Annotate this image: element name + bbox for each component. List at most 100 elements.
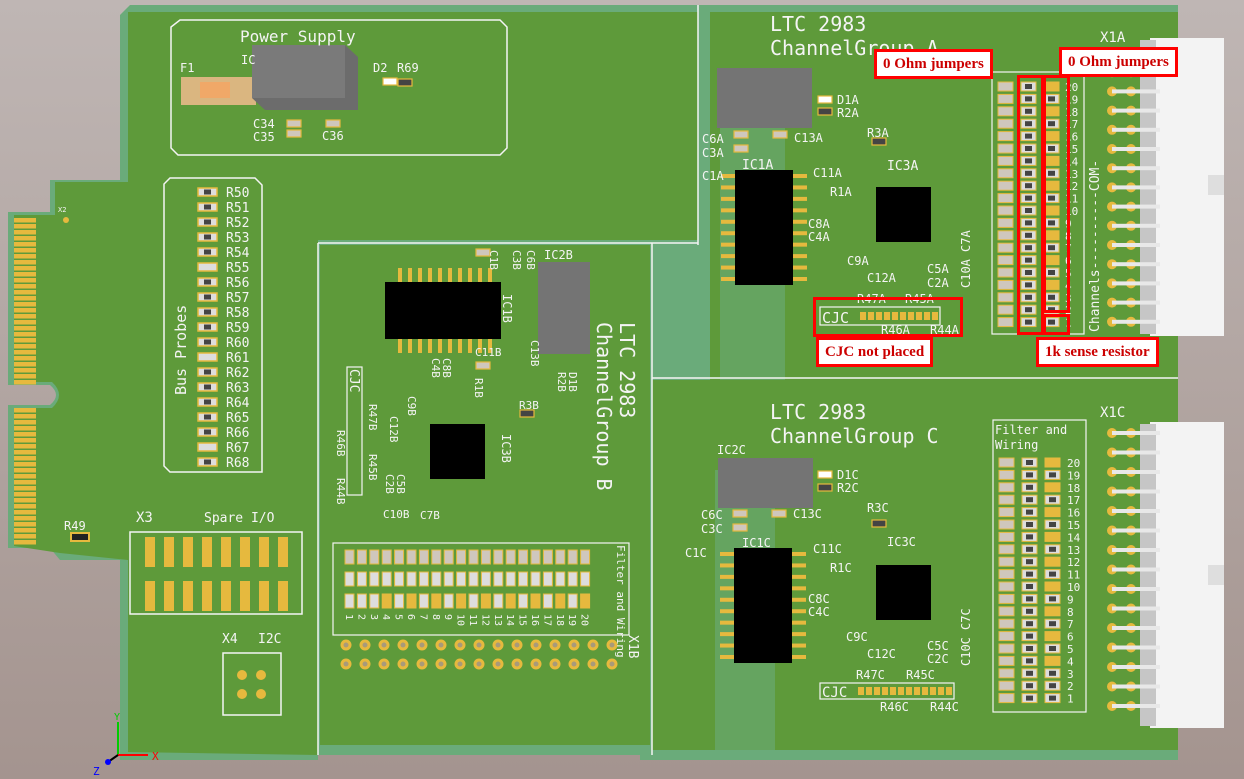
label-c5c: C5C — [927, 639, 949, 653]
zero-ohm-jumper-b — [431, 571, 442, 587]
axis-y-label: Y — [114, 712, 120, 723]
group-c-title-1: LTC 2983 — [770, 400, 866, 424]
bus-probe-resistor — [197, 322, 218, 332]
edge-finger — [14, 242, 36, 247]
channel-number: 3 — [1067, 668, 1074, 681]
label-c11c: C11C — [813, 542, 842, 556]
label-r44c: R44C — [930, 700, 959, 714]
x1b-hole — [476, 661, 482, 667]
x3-pad — [164, 581, 174, 611]
cjc-pad — [876, 312, 882, 320]
sense-resistor-slot — [1044, 482, 1061, 493]
channel-number-b: 9 — [442, 614, 453, 620]
zero-ohm-jumper-b — [456, 571, 467, 587]
cjc-label-a: CJC — [822, 309, 849, 327]
zero-ohm-jumper-b — [394, 571, 405, 587]
edge-finger — [14, 450, 36, 455]
ic1b-leads — [398, 268, 492, 353]
sense-resistor-b — [580, 593, 591, 609]
cjc-pad — [866, 687, 872, 695]
filter-capacitor — [997, 193, 1014, 204]
label-ic1a: IC1A — [742, 158, 773, 173]
label-x4: X4 — [222, 632, 238, 647]
filter-capacitor-b — [344, 549, 355, 565]
x1b-hole — [590, 642, 596, 648]
zero-ohm-jumper-b — [381, 571, 392, 587]
label-ic3a: IC3A — [887, 159, 918, 174]
channel-number: 2 — [1067, 680, 1074, 693]
bus-probe-label: R53 — [226, 231, 249, 246]
jumper-body — [1026, 658, 1033, 664]
filter-capacitor — [998, 544, 1015, 555]
filter-capacitor-b — [418, 549, 429, 565]
jumper-body — [1025, 270, 1032, 275]
label-r45b: R45B — [366, 454, 379, 481]
filter-capacitor — [998, 593, 1015, 604]
label-r69: R69 — [397, 61, 419, 75]
sense-resistor-b — [468, 593, 479, 609]
jumper-body — [1026, 670, 1033, 676]
filter-capacitor — [997, 267, 1014, 278]
sense-resistor-body — [1049, 546, 1056, 552]
ic-leads — [721, 174, 807, 281]
filter-capacitor — [997, 131, 1014, 142]
filter-capacitor — [998, 606, 1015, 617]
x1b-hole — [438, 661, 444, 667]
edge-finger — [14, 432, 36, 437]
edge-finger — [14, 302, 36, 307]
smd-part — [732, 509, 748, 518]
zero-ohm-jumper-b — [493, 571, 504, 587]
filter-capacitor-b — [356, 549, 367, 565]
sense-resistor-b — [431, 593, 442, 609]
jumper-body — [1025, 84, 1032, 89]
channel-number: 6 — [1067, 631, 1074, 644]
filter-title-c-2: Wiring — [995, 438, 1038, 452]
fuse-body — [200, 82, 230, 98]
smd-part — [871, 519, 887, 528]
filter-capacitor — [998, 469, 1015, 480]
sense-resistor-b — [480, 593, 491, 609]
edge-finger — [14, 356, 36, 361]
jumper-body — [1026, 633, 1033, 639]
x1b-hole — [362, 642, 368, 648]
sense-resistor-body — [1048, 146, 1055, 151]
cjc-pad — [882, 687, 888, 695]
channel-number: 20 — [1067, 457, 1080, 470]
sense-resistor-body — [1049, 646, 1056, 651]
bus-probe-resistor — [197, 367, 218, 377]
channel-number: 7 — [1067, 618, 1074, 631]
bus-probe-resistor — [197, 187, 218, 197]
jumper-body — [1026, 484, 1033, 490]
label-r46b: R46B — [334, 430, 347, 457]
jumper-body — [1025, 208, 1032, 213]
smd-part — [397, 78, 413, 87]
x3-pad — [259, 581, 269, 611]
sense-resistor-b — [493, 593, 504, 609]
channel-number-b: 14 — [504, 614, 515, 626]
edge-finger — [14, 444, 36, 449]
jumper-body — [1025, 183, 1032, 189]
label-c5b: C5B — [394, 474, 407, 494]
label-r44a: R44A — [930, 323, 960, 337]
x1b-hole — [552, 661, 558, 667]
zero-ohm-jumper-b — [580, 571, 591, 587]
edge-finger — [14, 516, 36, 521]
filter-capacitor — [998, 457, 1015, 468]
annotation-zero-ohm-2: 0 Ohm jumpers — [1059, 47, 1178, 77]
bus-probe-label: R59 — [226, 321, 249, 336]
edge-finger — [14, 296, 36, 301]
jumper-body — [1025, 307, 1032, 313]
connector-pin — [1112, 431, 1160, 435]
filter-capacitor — [997, 180, 1014, 191]
label-c3b: C3B — [510, 250, 523, 270]
edge-finger — [14, 540, 36, 545]
bus-probe-resistor — [197, 262, 218, 272]
cjc-pad — [858, 687, 864, 695]
filter-capacitor — [997, 143, 1014, 154]
cjc-box-b — [346, 366, 363, 496]
channel-number-b: 4 — [380, 614, 391, 620]
edge-finger — [14, 480, 36, 485]
label-ic: IC — [241, 53, 255, 67]
zero-ohm-jumper-b — [555, 571, 566, 587]
label-ic3b: IC3B — [499, 434, 513, 463]
